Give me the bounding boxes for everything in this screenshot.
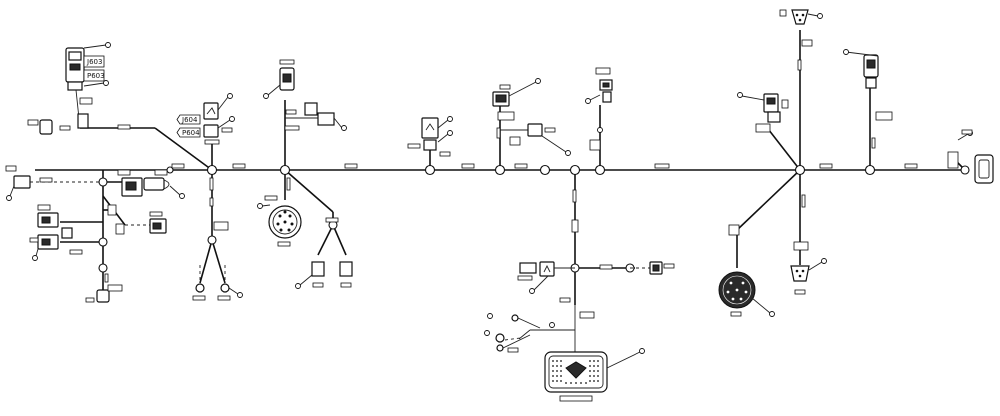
lower-branch-575 xyxy=(484,219,675,353)
segment-tags xyxy=(117,124,918,270)
top-connector-800 xyxy=(779,9,823,47)
connector xyxy=(311,261,325,277)
junction-node xyxy=(98,237,108,247)
j604-label-box xyxy=(176,114,201,125)
callout-balloon xyxy=(263,93,269,99)
junction-node xyxy=(279,164,291,176)
callout-balloon xyxy=(821,258,827,264)
pair-connectors-group xyxy=(295,217,353,289)
connector xyxy=(539,261,555,277)
connector xyxy=(96,289,110,303)
junction-node xyxy=(206,164,218,176)
callout-balloon xyxy=(769,311,775,317)
callout-balloon xyxy=(295,283,301,289)
callout-balloon xyxy=(585,98,591,104)
connector xyxy=(527,123,543,137)
ring-terminal xyxy=(495,333,505,343)
round-connector-737 xyxy=(718,224,775,317)
connector xyxy=(143,177,165,191)
junction-node xyxy=(594,164,606,176)
p604-label-box xyxy=(176,127,201,138)
connector xyxy=(791,9,809,25)
junction-node xyxy=(960,165,970,175)
callout-balloon xyxy=(639,348,645,354)
p603-label-box xyxy=(83,69,105,82)
p603-label: P603 xyxy=(87,72,105,80)
callout-balloon xyxy=(487,313,493,319)
callout-balloon xyxy=(237,292,243,298)
round-connector-group xyxy=(257,195,302,247)
junction-nodes xyxy=(98,164,970,273)
ecu-connector-group xyxy=(544,348,645,402)
callout-balloon xyxy=(447,116,453,122)
connector-group-600 xyxy=(585,67,613,151)
callout-balloon xyxy=(535,78,541,84)
junction-node xyxy=(98,177,108,187)
ground-ring-group xyxy=(192,221,243,301)
connector xyxy=(13,175,31,189)
right-end-connector-group xyxy=(947,129,994,184)
j604-connector xyxy=(203,102,219,120)
p604-label: P604 xyxy=(182,129,200,137)
connector xyxy=(61,227,73,239)
j603-connector-group: J603 P603 xyxy=(27,42,111,135)
connector-group-285 xyxy=(263,59,347,131)
callout-balloon xyxy=(341,125,347,131)
callout-balloon xyxy=(447,130,453,136)
j604-connector-group: J604 P604 xyxy=(176,93,235,145)
j603-label: J603 xyxy=(86,58,102,66)
callout-balloon xyxy=(32,255,38,261)
junction-node xyxy=(794,164,806,176)
j603-label-box xyxy=(83,55,105,68)
callout-balloon xyxy=(103,80,109,86)
ring-terminal xyxy=(195,283,205,293)
connector-group-775 xyxy=(737,92,789,133)
connector xyxy=(421,117,439,139)
junction-node xyxy=(864,164,876,176)
left-cluster-group xyxy=(5,165,185,303)
ring-terminal xyxy=(511,314,519,322)
callout-balloon xyxy=(105,42,111,48)
junction-node xyxy=(569,164,581,176)
connector-group-500 xyxy=(492,78,571,156)
connector xyxy=(317,112,335,126)
ring-terminal xyxy=(220,283,230,293)
junction-node xyxy=(494,164,506,176)
callout-balloon xyxy=(179,193,185,199)
junction-node xyxy=(207,235,217,245)
callout-balloon xyxy=(229,116,235,122)
connector-group-870 xyxy=(843,49,893,121)
callout-balloon xyxy=(597,127,603,133)
connector xyxy=(519,262,537,274)
callout-balloon xyxy=(6,195,12,201)
callout-balloon xyxy=(843,49,849,55)
callout-balloon xyxy=(484,330,490,336)
junction-node xyxy=(424,164,436,176)
connector-group-430 xyxy=(407,116,453,157)
junction-node xyxy=(98,263,108,273)
connector xyxy=(790,265,810,282)
callout-balloon xyxy=(737,92,743,98)
connector xyxy=(39,119,53,135)
junction-node xyxy=(539,164,551,176)
lower-connector-800 xyxy=(790,241,827,295)
callout-balloon xyxy=(257,203,263,209)
ring-terminal xyxy=(496,344,504,352)
callout-balloon xyxy=(529,288,535,294)
connector xyxy=(339,261,353,277)
callout-balloon xyxy=(227,93,233,99)
callout-balloon xyxy=(549,322,555,328)
callout-balloon xyxy=(565,150,571,156)
connector xyxy=(974,154,994,184)
tiny-label-marks xyxy=(104,59,876,283)
callout-balloon xyxy=(817,13,823,19)
j604-label: J604 xyxy=(181,116,198,124)
